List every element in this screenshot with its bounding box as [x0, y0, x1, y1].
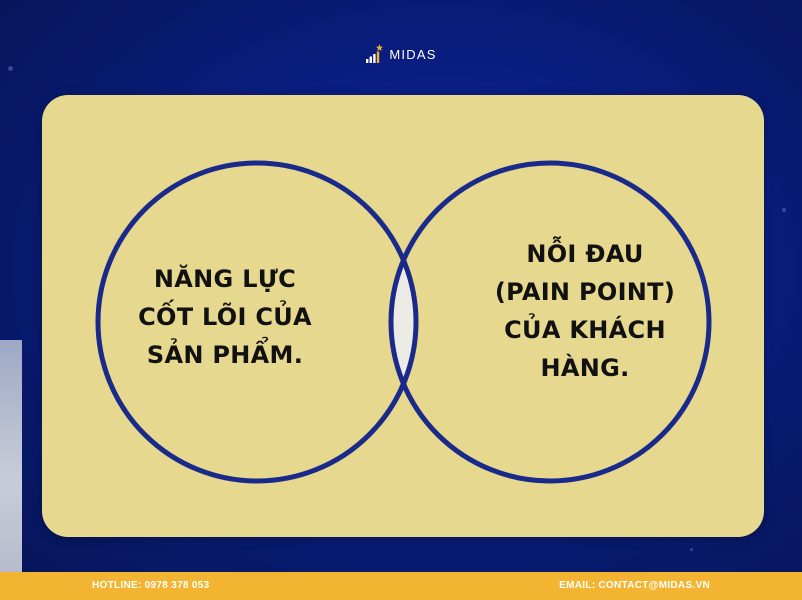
background-photo-strip	[0, 340, 22, 572]
right-circle	[388, 160, 712, 484]
hotline-text: HOTLINE: 0978 378 053	[92, 580, 210, 591]
venn-diagram	[95, 160, 712, 484]
left-circle-label: NĂNG LỰC CỐT LÕI CỦA SẢN PHẨM.	[138, 265, 312, 369]
brand-logo: MIDAS	[0, 36, 802, 72]
background-dot	[782, 208, 786, 212]
left-circle	[95, 160, 419, 484]
brand-name: MIDAS	[389, 46, 437, 62]
background-dot	[690, 548, 693, 551]
email-text: EMAIL: CONTACT@MIDAS.VN	[559, 580, 710, 591]
right-circle-label: NỖI ĐAU (PAIN POINT) CỦA KHÁCH HÀNG.	[494, 240, 676, 382]
diagram-card: NĂNG LỰC CỐT LÕI CỦA SẢN PHẨM. NỖI ĐAU (…	[42, 95, 764, 537]
background-dot	[8, 66, 13, 71]
footer-bar: HOTLINE: 0978 378 053 EMAIL: CONTACT@MID…	[0, 572, 802, 600]
bar-chart-star-icon	[366, 44, 384, 63]
